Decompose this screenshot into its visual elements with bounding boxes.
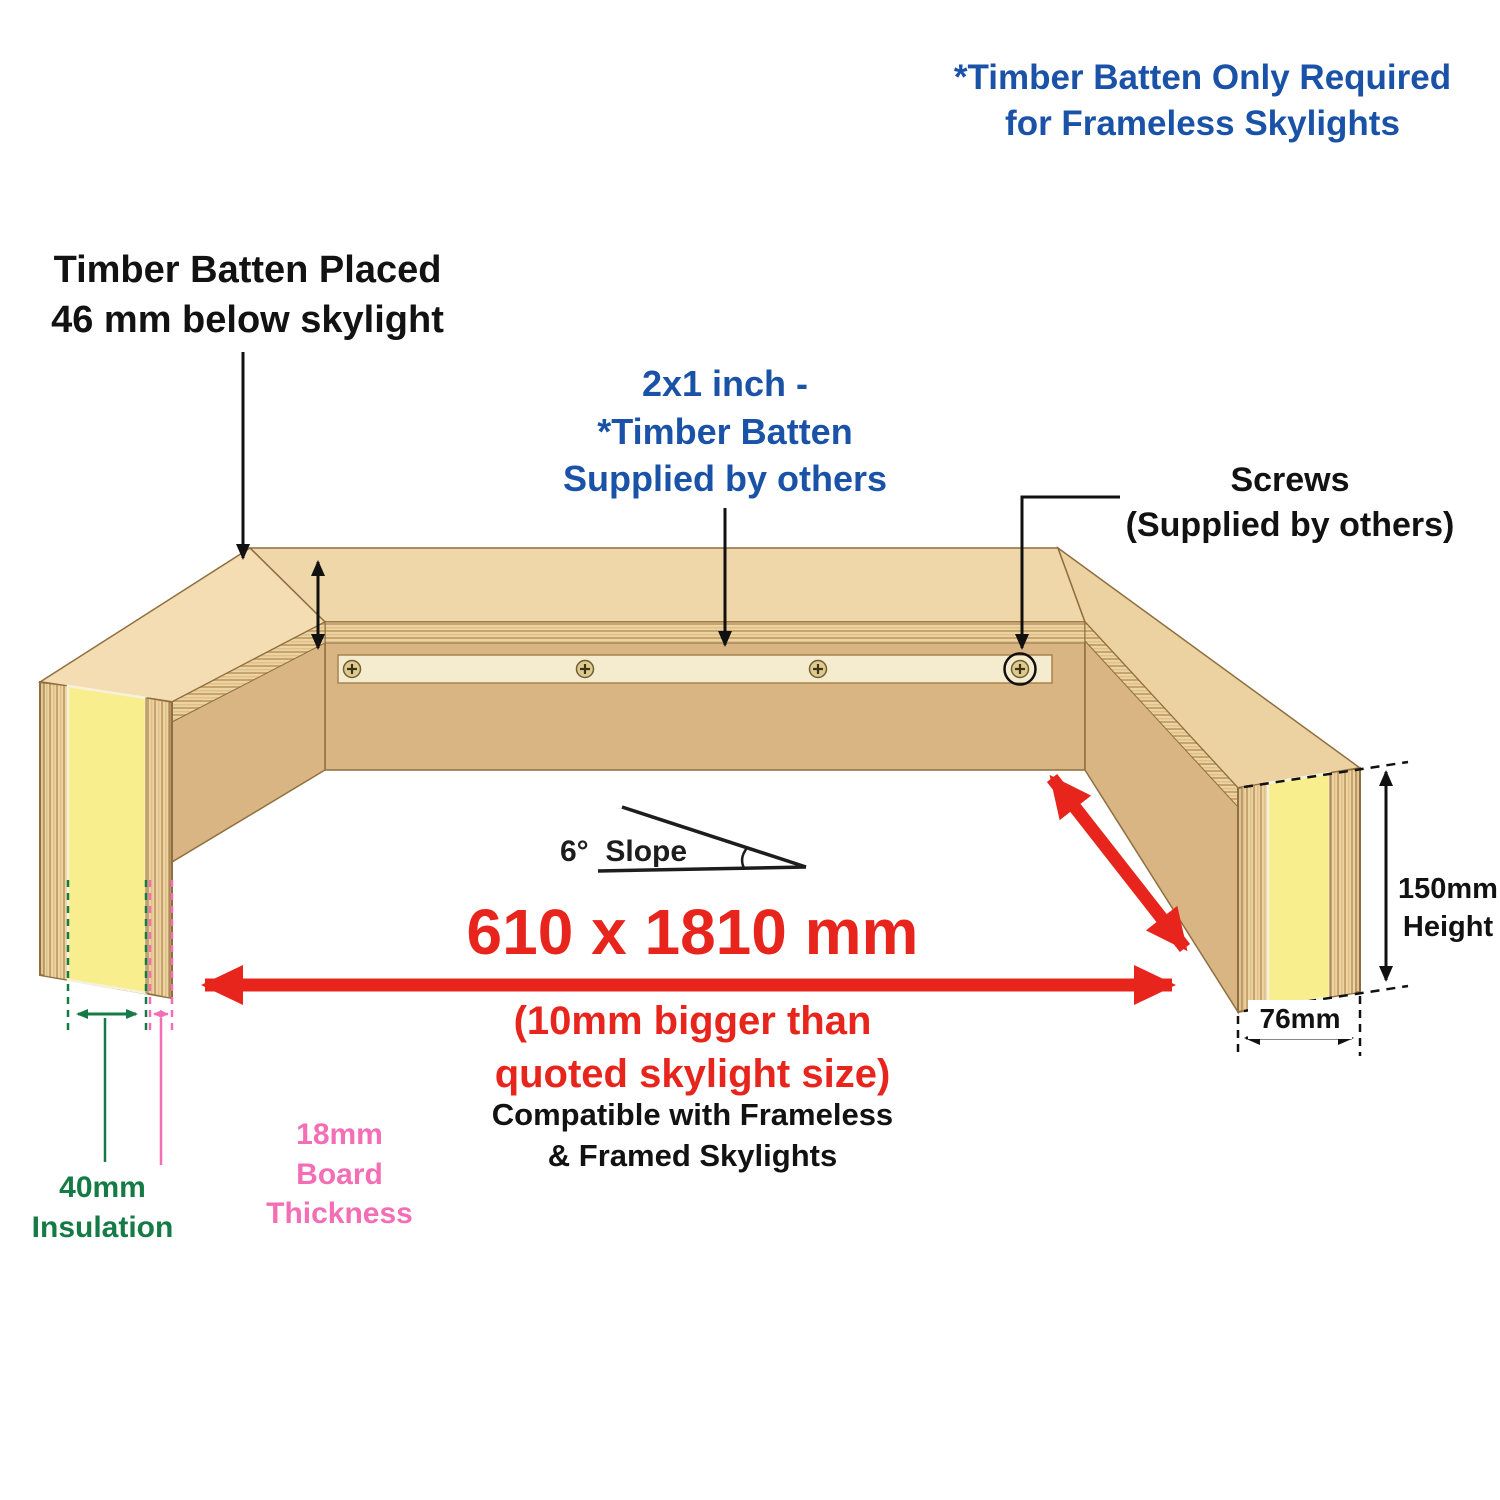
left-inner-board (145, 697, 171, 999)
note-frameless-line1: *Timber Batten Only Required (953, 58, 1452, 97)
screws-line2: (Supplied by others) (1125, 505, 1455, 544)
height-dim-top-dash (1243, 760, 1409, 789)
screws-line1: Screws (1230, 461, 1350, 499)
label-timber-batten: 2x1 inch - *Timber Batten Supplied by ot… (510, 360, 940, 503)
left-insulation (66, 684, 148, 995)
label-screws: Screws (Supplied by others) (1090, 458, 1490, 548)
opening-note-line2: quoted skylight size) (494, 1051, 891, 1096)
screw-highlight-ring (1003, 652, 1037, 686)
right-insulation (1266, 771, 1332, 1009)
timber-batten-line2: *Timber Batten (597, 410, 853, 452)
screw-icon (1010, 659, 1030, 679)
red-diagonal-arrow (1046, 773, 1191, 953)
screw-icon (808, 659, 828, 679)
label-insulation: 40mm Insulation (15, 1168, 190, 1247)
insulation-line2: Insulation (31, 1210, 174, 1244)
label-height: 150mm Height (1396, 870, 1500, 947)
compatibility-line1: Compatible with Frameless (491, 1097, 894, 1132)
timber-batten-line3: Supplied by others (562, 458, 888, 500)
timber-batten (337, 654, 1053, 684)
label-board-thickness: 18mm Board Thickness (252, 1115, 427, 1234)
label-opening-note: (10mm bigger than quoted skylight size) (420, 995, 965, 1101)
label-wall-width: 76mm (1248, 1000, 1352, 1039)
back-rail-top-face (248, 547, 1087, 623)
left-outer-board (43, 682, 69, 981)
insulation-line1: 40mm (59, 1171, 146, 1204)
right-cross-section (1237, 766, 1361, 1014)
insulation-dimension (66, 880, 148, 1162)
right-inner-board (1241, 782, 1269, 1012)
height-dim-bottom-dash (1243, 984, 1409, 1013)
back-rail-inner-wall (324, 621, 1086, 771)
screws-leader-line (1015, 495, 1120, 650)
screws (342, 652, 1037, 686)
height-line1: 150mm (1398, 873, 1498, 905)
height-dimension (1243, 760, 1409, 1013)
board-line3: Thickness (266, 1197, 413, 1231)
height-line2: Height (1402, 911, 1494, 944)
label-slope: 6° Slope (560, 835, 688, 868)
screw-icon (575, 659, 595, 679)
slope-triangle (597, 805, 807, 873)
batten-placed-line2: 46 mm below skylight (51, 299, 444, 342)
right-outer-board (1329, 768, 1357, 998)
label-opening-size: 610 x 1810 mm (466, 896, 919, 968)
note-frameless-line2: for Frameless Skylights (1005, 104, 1400, 144)
label-compatibility: Compatible with Frameless & Framed Skyli… (420, 1095, 965, 1177)
board-line2: Board (296, 1157, 383, 1191)
batten-placed-line1: Timber Batten Placed (53, 249, 442, 291)
board-thickness-dimension (148, 880, 174, 1165)
screw-icon (342, 659, 362, 679)
timber-batten-line1: 2x1 inch - (641, 363, 809, 404)
opening-note-line1: (10mm bigger than (513, 999, 872, 1043)
left-cross-section (39, 680, 173, 1000)
label-batten-placed: Timber Batten Placed 46 mm below skyligh… (25, 245, 470, 345)
back-rail-ply-edge (324, 621, 1086, 644)
compatibility-line2: & Framed Skylights (547, 1137, 838, 1173)
board-line1: 18mm (296, 1118, 383, 1151)
note-frameless-only: *Timber Batten Only Required for Framele… (930, 55, 1475, 147)
slope-angle-arc (740, 847, 748, 869)
